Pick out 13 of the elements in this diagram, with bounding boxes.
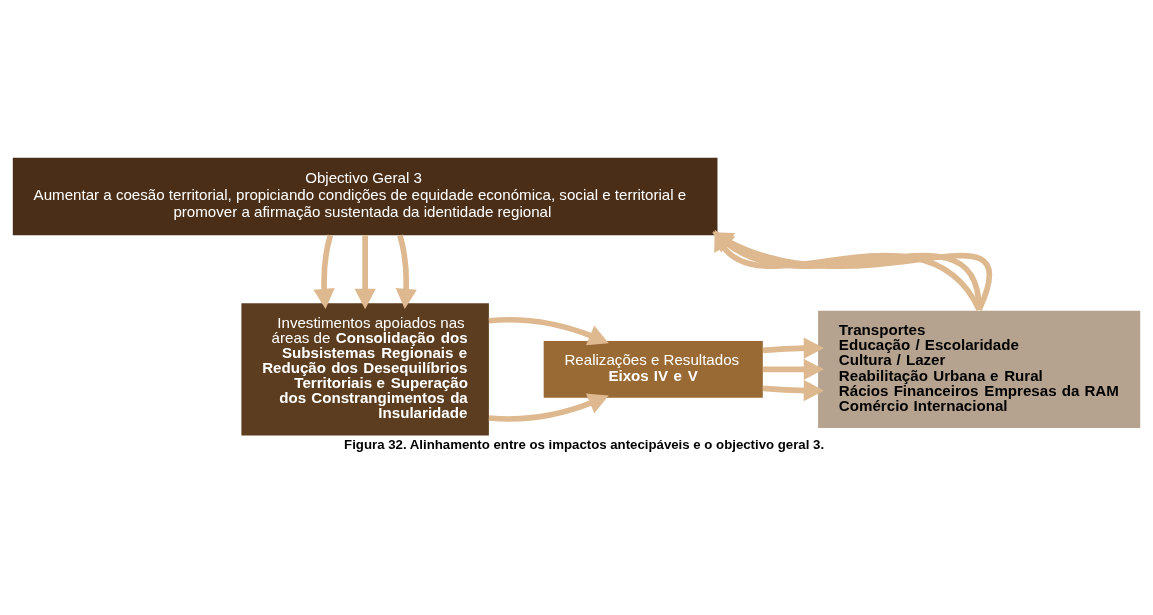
- arrow: [762, 379, 825, 402]
- node-box: Investimentos apoiados nas áreas de Consolidação dos Subsistemas Regionais e Redução dos Desequilíbrios Territoriais e Superação dos Constrangimentos da Insularidade: [241, 303, 489, 436]
- arrow: [354, 235, 376, 310]
- arrow: [763, 358, 825, 380]
- arrow: [395, 234, 417, 310]
- arrow: [313, 234, 335, 310]
- caption: Figura 32. Alinhamento entre os impactos antecipáveis e o objectivo geral 3.: [344, 436, 825, 452]
- node-box: Realizações e Resultados Eixos IV e V: [543, 341, 763, 398]
- node-box: Objectivo Geral 3 Aumentar a coesão territorial, propiciando condições de equidade económica, social e territorial e promover a afirmação sustentada da identidade regional: [12, 157, 718, 236]
- arrow: [488, 316, 609, 346]
- node-box: Transportes Educação / Escolaridade Cultura / Lazer Reabilitação Urbana e Rural Rácios Financeiros Empresas da RAM Comércio Internacional: [818, 310, 1141, 428]
- arrow: [762, 337, 824, 359]
- arrow: [488, 393, 609, 422]
